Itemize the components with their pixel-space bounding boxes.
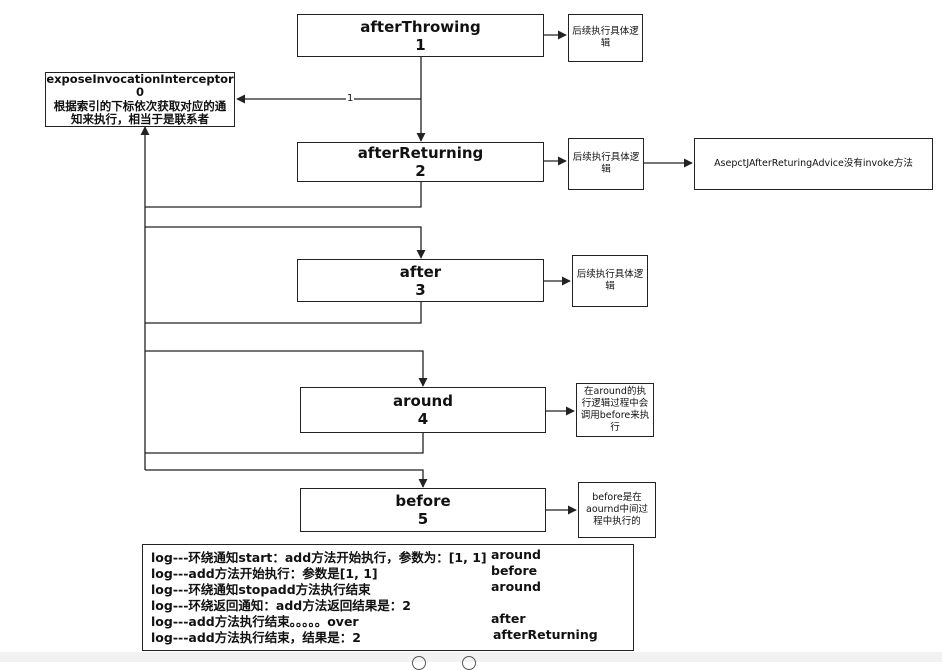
note-afterthrowing: 后续执行具体逻辑 <box>568 14 643 62</box>
note-around: 在around的执行逻辑过程中会调用before来执行 <box>576 383 654 437</box>
loop-to-after <box>145 226 426 259</box>
step-name: afterReturning <box>357 144 484 162</box>
step-name: before <box>395 492 451 510</box>
note-asepctj: AsepctJAfterReturingAdvice没有invoke方法 <box>694 138 933 190</box>
interceptor-description: 根据索引的下标依次获取对应的通知来执行，相当于是联系者 <box>53 98 227 126</box>
circle-icon[interactable] <box>412 656 426 670</box>
afterreturning-box: afterReturning 2 <box>297 142 544 182</box>
step-name: around <box>393 392 453 410</box>
log-tag: around <box>491 579 541 594</box>
loop-to-around <box>145 350 428 387</box>
around-box: around 4 <box>300 387 546 433</box>
log-output-box: log---环绕通知start：add方法开始执行，参数为：[1, 1] log… <box>142 544 634 651</box>
log-line: log---环绕通知stopadd方法执行结束 <box>151 582 371 597</box>
log-line: log---环绕返回通知：add方法返回结果是：2 <box>151 598 411 613</box>
note-afterreturning: 后续执行具体逻辑 <box>568 138 644 190</box>
log-tag: around <box>491 547 541 562</box>
log-tag: afterReturning <box>493 627 598 642</box>
log-line: log---add方法开始执行：参数是[1, 1] <box>151 566 378 581</box>
before-box: before 5 <box>300 488 546 532</box>
loop-around-return <box>145 433 424 454</box>
log-tag: after <box>491 611 526 626</box>
interceptor-name: exposeInvocationInterceptor <box>46 71 234 86</box>
loop-to-before <box>145 469 428 488</box>
step-number: 1 <box>415 35 426 54</box>
step-name: afterThrowing <box>360 17 481 36</box>
note-before: before是在aournd中间过程中执行的 <box>578 482 656 538</box>
edge-label: 1 <box>346 93 355 104</box>
step-number: 3 <box>415 280 426 299</box>
loop-after-return <box>145 302 422 324</box>
interceptor-number: 0 <box>135 85 144 99</box>
circle-icon[interactable] <box>462 656 476 670</box>
step-number: 2 <box>415 162 426 180</box>
note-after: 后续执行具体逻辑 <box>572 255 648 307</box>
log-line: log---环绕通知start：add方法开始执行，参数为：[1, 1] <box>151 550 487 565</box>
expose-invocation-interceptor-box: exposeInvocationInterceptor 0 根据索引的下标依次获… <box>45 72 235 127</box>
loop-afterreturning-return <box>145 182 422 208</box>
step-number: 5 <box>417 510 429 528</box>
afterthrowing-box: afterThrowing 1 <box>297 14 544 57</box>
after-box: after 3 <box>297 259 544 302</box>
step-name: after <box>399 262 442 281</box>
log-line: log---add方法执行结束，结果是：2 <box>151 630 361 645</box>
step-number: 4 <box>417 410 429 428</box>
log-line: log---add方法执行结束。。。。。over <box>151 614 359 629</box>
log-tag: before <box>491 563 538 578</box>
